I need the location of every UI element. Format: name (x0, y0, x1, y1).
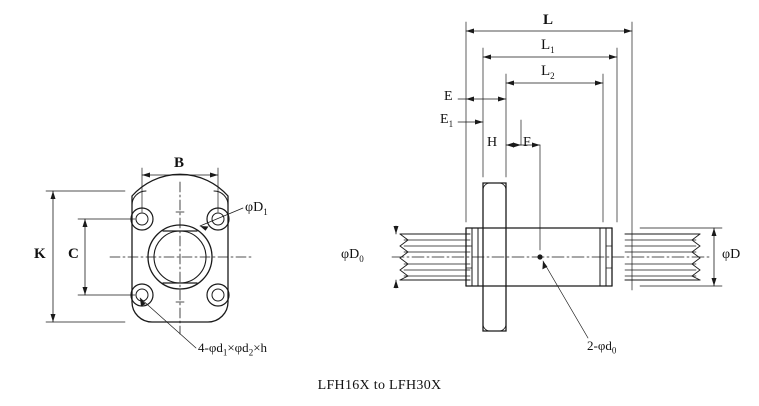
dim-label-phiD0-main: φD (341, 247, 360, 262)
dim-B (141, 167, 219, 213)
shaft-left (399, 233, 471, 281)
bearing-body (465, 227, 613, 287)
dim-label-L1-sub: 1 (550, 45, 555, 55)
dim-label-C: C (68, 246, 79, 262)
shaft-right (624, 233, 701, 281)
dim-K (45, 190, 126, 323)
dim-label-L1: L1 (541, 37, 555, 55)
dim-L1 (482, 47, 618, 223)
dim-E1 (457, 119, 484, 125)
dim-label-2phid0-main: 2-φd (587, 338, 612, 353)
bolt-holes-part2: ×φd (227, 340, 249, 355)
dim-label-H: H (487, 135, 498, 150)
dim-phiD0 (393, 225, 399, 289)
dim-label-F: F (523, 135, 531, 150)
bolt-holes-sub2: 2 (248, 347, 254, 358)
drawing-caption: LFH16X to LFH30X (317, 378, 442, 393)
dim-label-E1-sub: 1 (448, 118, 454, 129)
right-view-group (391, 21, 723, 339)
dim-label-L: L (543, 12, 554, 28)
dim-label-phiD1-main: φD (245, 200, 264, 215)
dim-label-E: E (444, 89, 453, 104)
dim-L2 (505, 73, 604, 223)
dim-label-L2-sub: 2 (550, 71, 555, 81)
bolt-holes-sub1: 1 (222, 347, 228, 358)
flange-plate (482, 182, 507, 332)
dim-label-bolt-holes: 4-φd1×φd2×h (198, 340, 267, 358)
dim-label-phiD1: φD1 (245, 200, 268, 217)
left-view-group (45, 167, 253, 349)
leader-2phid0 (542, 260, 589, 339)
dim-label-L2-main: L (541, 63, 551, 79)
dim-label-E1: E1 (440, 112, 453, 129)
dim-label-L1-main: L (541, 37, 551, 53)
bolt-holes-part3: ×h (253, 340, 268, 355)
leader-bolt-holes (139, 297, 197, 349)
dim-label-phiD0: φD0 (341, 247, 364, 264)
dim-E (457, 96, 507, 102)
dim-label-2phid0-sub: 0 (611, 345, 617, 356)
leader-phiD1 (199, 207, 244, 231)
dim-label-B: B (174, 155, 185, 171)
dim-label-K: K (34, 246, 46, 262)
grease-hole-dot (537, 254, 543, 260)
bolt-holes-part1: 4-φd (198, 340, 223, 355)
dim-label-E1-main: E (440, 112, 449, 127)
dim-label-2phid0: 2-φd0 (587, 338, 616, 356)
dim-label-phiD: φD (722, 247, 741, 262)
dim-label-L2: L2 (541, 63, 555, 81)
dim-label-phiD0-sub: 0 (359, 253, 364, 264)
dim-label-phiD1-sub: 1 (263, 206, 268, 217)
dim-F (520, 142, 541, 251)
dim-phiD (639, 227, 723, 287)
dim-C (77, 218, 136, 296)
dim-H (505, 119, 522, 148)
